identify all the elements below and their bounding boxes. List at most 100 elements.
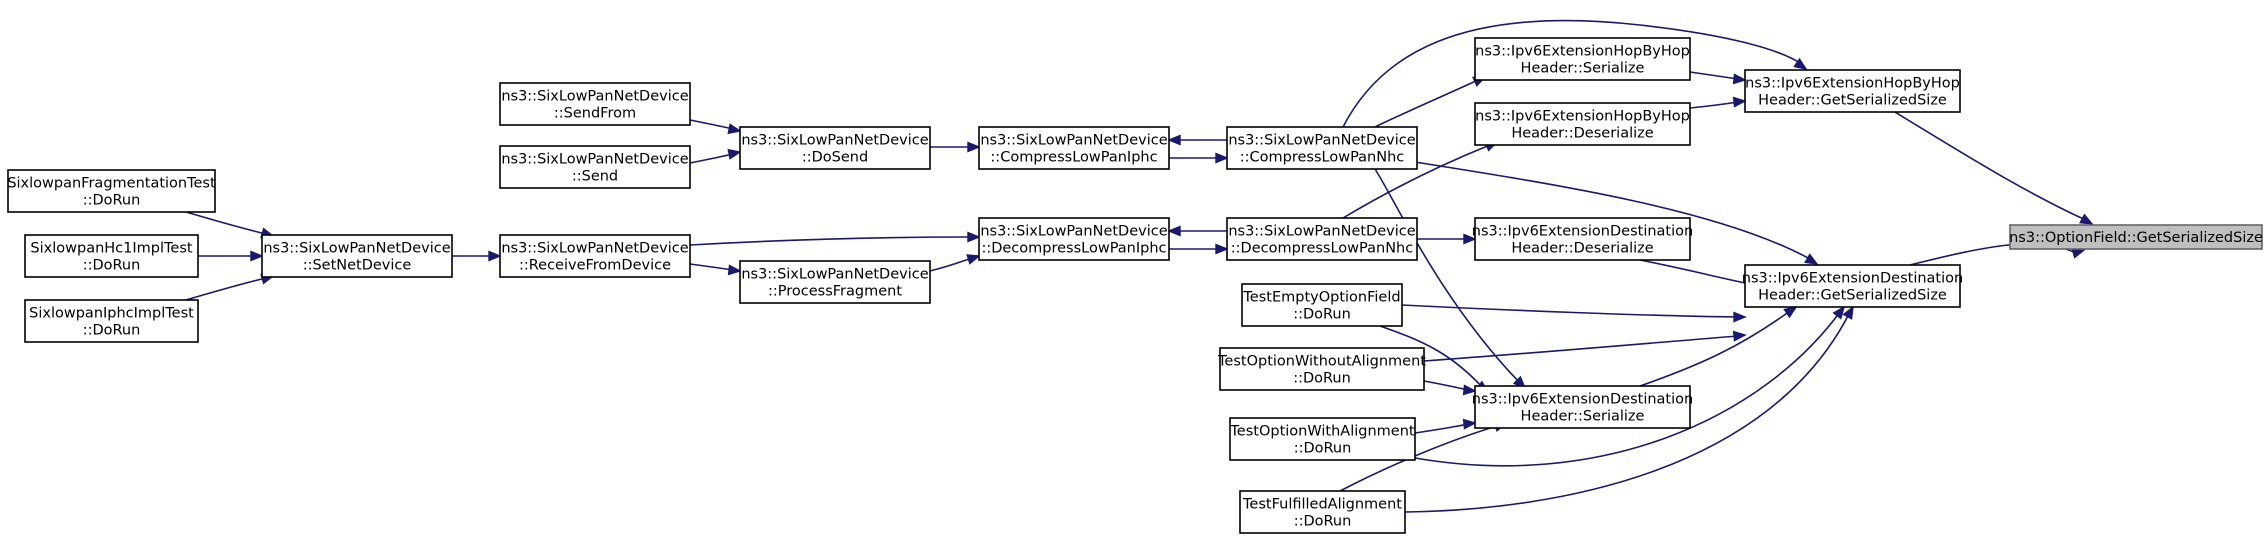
edge-n1-to-n0 (1894, 111, 2094, 225)
graph-node-n9[interactable]: ns3::SixLowPanNetDevice::Send (499, 145, 691, 189)
graph-node-n0[interactable]: ns3::OptionField::GetSerializedSize (2009, 224, 2263, 250)
edge-line (1379, 325, 1484, 389)
node-label-line: ns3::SixLowPanNetDevice (741, 267, 928, 283)
node-label-line: ns3::SixLowPanNetDevice (1228, 133, 1415, 149)
arrowhead-icon (1462, 384, 1477, 396)
arrowhead-icon (1215, 243, 1229, 255)
arrowhead-icon (1793, 57, 1808, 71)
node-box (1474, 385, 1691, 429)
edge-n17-to-n14 (185, 273, 275, 301)
node-label-line: ns3::SixLowPanNetDevice (1228, 224, 1415, 240)
edge-line (1342, 19, 1801, 128)
graph-node-n23[interactable]: TestFulfilledAlignment::DoRun (1239, 490, 1406, 534)
arrowhead-icon (1783, 305, 1798, 319)
graph-node-n4[interactable]: ns3::Ipv6ExtensionHopByHopHeader::Deseri… (1474, 102, 1691, 146)
edge-line (1639, 259, 1751, 285)
node-box (2009, 224, 2263, 250)
edges-layer (185, 19, 2094, 513)
graph-node-n18[interactable]: ns3::Ipv6ExtensionDestinationHeader::Des… (1472, 217, 1693, 261)
edge-n22-to-n19 (1414, 418, 1477, 434)
node-label-line: Header::Deserialize (1511, 126, 1653, 142)
edge-n6-to-n5 (1167, 134, 1227, 146)
graph-node-n10[interactable]: ns3::SixLowPanNetDevice::DecompressLowPa… (1226, 217, 1418, 261)
node-label-line: Header::Serialize (1521, 409, 1645, 425)
arrowhead-icon (250, 250, 264, 262)
node-box (1744, 264, 1961, 308)
node-label-line: ns3::SixLowPanNetDevice (501, 241, 688, 257)
edge-n5-to-n6 (1168, 152, 1229, 164)
graph-node-n20[interactable]: TestEmptyOptionField::DoRun (1241, 283, 1403, 327)
arrowhead-icon (1832, 305, 1846, 320)
edge-n16-to-n14 (197, 250, 264, 262)
node-box (24, 234, 199, 278)
edge-n21-to-n2 (1423, 330, 1747, 362)
node-label-line: TestEmptyOptionField (1242, 290, 1400, 306)
edge-line (1689, 101, 1739, 109)
edge-n12-to-n13 (689, 263, 742, 276)
graph-node-n14[interactable]: ns3::SixLowPanNetDevice::SetNetDevice (261, 234, 453, 278)
edge-n5-to-n2 (1414, 161, 1819, 265)
graph-node-n8[interactable]: ns3::SixLowPanNetDevice::SendFrom (499, 82, 691, 126)
graph-node-n1[interactable]: ns3::Ipv6ExtensionHopByHopHeader::GetSer… (1744, 69, 1961, 113)
node-box (1744, 69, 1961, 113)
edge-line (1374, 168, 1521, 384)
edge-line (1374, 79, 1479, 128)
graph-node-n12[interactable]: ns3::SixLowPanNetDevice::ReceiveFromDevi… (499, 234, 691, 278)
node-label-line: ::DoRun (83, 323, 141, 339)
edge-line (689, 263, 734, 271)
edge-n14-to-n12 (451, 250, 502, 262)
edge-n23-to-n2 (1404, 305, 1854, 513)
node-label-line: Header::Serialize (1521, 61, 1645, 77)
node-label-line: ::DecompressLowPanIphc (981, 241, 1166, 257)
graph-node-n15[interactable]: SixlowpanFragmentationTest::DoRun (7, 169, 216, 213)
graph-node-n13[interactable]: ns3::SixLowPanNetDevice::ProcessFragment (739, 260, 931, 304)
node-label-line: ns3::SixLowPanNetDevice (980, 133, 1167, 149)
edge-n19-to-n2 (1639, 305, 1798, 387)
edge-n9-to-n7 (689, 148, 742, 164)
graph-node-n2[interactable]: ns3::Ipv6ExtensionDestinationHeader::Get… (1742, 264, 1963, 308)
node-label-line: ::DecompressLowPanNhc (1231, 241, 1413, 257)
arrowhead-icon (727, 148, 742, 160)
node-box (7, 169, 216, 213)
node-label-line: ::DoSend (802, 150, 868, 166)
edge-line (689, 153, 734, 164)
edge-line (1414, 423, 1469, 434)
node-box (1226, 217, 1418, 261)
node-label-line: SixlowpanHc1ImplTest (30, 241, 192, 257)
node-label-line: Header::GetSerializedSize (1758, 288, 1947, 304)
node-label-line: ns3::SixLowPanNetDevice (741, 133, 928, 149)
node-label-line: ::DoRun (83, 258, 141, 274)
node-box (1474, 102, 1691, 146)
edge-n10-to-n11 (1169, 243, 1229, 255)
edge-n10-to-n18 (1417, 233, 1477, 245)
node-label-line: Header::Deserialize (1511, 241, 1653, 257)
arrowhead-icon (967, 141, 981, 153)
graph-node-n6[interactable]: ns3::SixLowPanNetDevice::CompressLowPanI… (978, 126, 1170, 170)
edge-n21-to-n19 (1423, 380, 1477, 396)
node-label-line: ns3::Ipv6ExtensionDestination (1742, 271, 1963, 287)
edge-n5-to-n3 (1374, 76, 1487, 128)
edge-line (185, 277, 267, 301)
node-label-line: ns3::Ipv6ExtensionHopByHop (1475, 44, 1690, 60)
node-label-line: ::DoRun (1294, 441, 1352, 457)
graph-node-n19[interactable]: ns3::Ipv6ExtensionDestinationHeader::Ser… (1472, 385, 1693, 429)
node-label-line: ns3::SixLowPanNetDevice (980, 224, 1167, 240)
arrowhead-icon (727, 264, 742, 276)
node-box (1239, 490, 1406, 534)
edge-n20-to-n2 (1401, 304, 1747, 323)
node-label-line: ::ReceiveFromDevice (519, 258, 671, 274)
graph-node-n5[interactable]: ns3::SixLowPanNetDevice::CompressLowPanN… (1226, 126, 1418, 170)
edge-n13-to-n11 (929, 254, 981, 272)
graph-node-n16[interactable]: SixlowpanHc1ImplTest::DoRun (24, 234, 199, 278)
arrowhead-icon (1215, 152, 1229, 164)
graph-node-n11[interactable]: ns3::SixLowPanNetDevice::DecompressLowPa… (978, 217, 1170, 261)
edge-line (1414, 311, 1841, 467)
edge-line (1404, 311, 1851, 513)
node-box (261, 234, 453, 278)
graph-node-n3[interactable]: ns3::Ipv6ExtensionHopByHopHeader::Serial… (1474, 37, 1691, 81)
graph-node-n17[interactable]: SixlowpanIphcImplTest::DoRun (24, 299, 199, 343)
graph-node-n22[interactable]: TestOptionWithAlignment::DoRun (1229, 417, 1416, 461)
graph-node-n7[interactable]: ns3::SixLowPanNetDevice::DoSend (739, 126, 931, 170)
graph-node-n21[interactable]: TestOptionWithoutAlignment::DoRun (1217, 347, 1426, 391)
